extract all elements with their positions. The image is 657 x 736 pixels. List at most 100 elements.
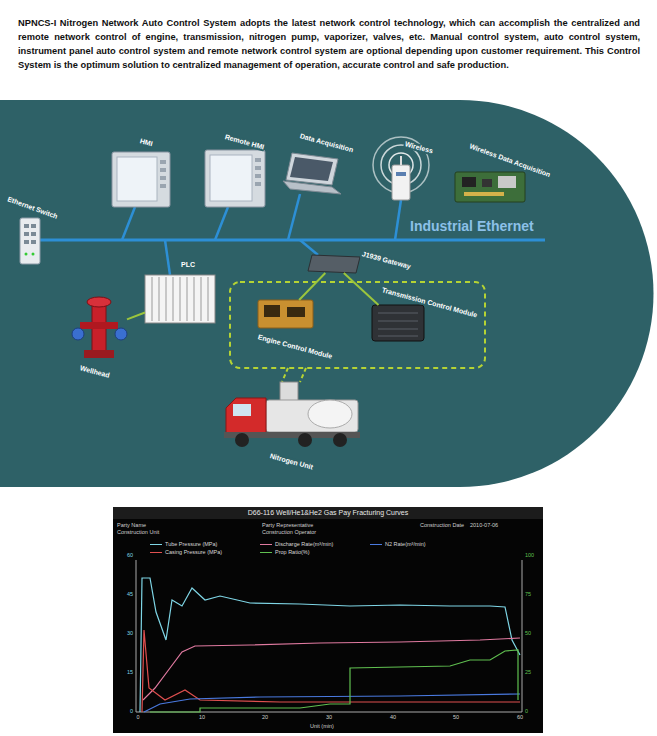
axis-tick: 25 xyxy=(525,669,531,676)
axis-tick: 10 xyxy=(194,714,210,721)
hmi-icon xyxy=(112,152,170,207)
axis-tick: 0 xyxy=(525,708,528,715)
device-label: Wellhead xyxy=(78,364,112,380)
device-label: Transmission Control Module xyxy=(380,286,479,320)
switch-icon xyxy=(31,232,36,236)
chart-picture xyxy=(113,507,543,733)
plc-icon xyxy=(173,277,174,321)
chart-header: Construction Operator xyxy=(262,529,316,536)
axis-tick: 45 xyxy=(116,591,133,598)
tcm-icon xyxy=(372,305,424,341)
legend-text: Casing Pressure (MPa) xyxy=(165,549,222,555)
plc-icon xyxy=(180,277,181,321)
switch-icon xyxy=(20,218,40,264)
remote-hmi-icon xyxy=(255,166,261,170)
wellhead-icon xyxy=(115,328,127,340)
chart-picture xyxy=(140,578,520,712)
chart-header: Party Representative xyxy=(262,522,313,529)
plc-icon xyxy=(166,277,167,321)
wellhead-node: Wellhead xyxy=(72,300,127,360)
legend-line-sample xyxy=(370,544,382,545)
tcm-icon xyxy=(378,336,418,337)
tcm-icon xyxy=(378,329,418,330)
module-group-outline xyxy=(230,282,485,368)
switch-icon xyxy=(24,232,29,236)
legend-item: Prop Ratio(%) xyxy=(260,549,310,556)
remote-hmi-icon xyxy=(205,150,265,207)
tcm-icon xyxy=(378,313,418,336)
wireless-board-icon xyxy=(455,172,525,202)
plc-icon xyxy=(152,277,153,321)
hmi-icon xyxy=(160,160,166,164)
axis-tick: 50 xyxy=(448,714,464,721)
device-label: J1939 Gateway xyxy=(360,250,412,271)
tcm-icon xyxy=(378,321,418,322)
switch-node: Ethernet Switch xyxy=(20,218,40,264)
nitrogen-truck-icon xyxy=(226,398,266,436)
wireless-board-icon xyxy=(482,179,492,187)
chart-picture xyxy=(136,560,522,712)
group-leader-lines xyxy=(282,368,306,382)
legend-text: N2 Rate(m³/min) xyxy=(385,541,426,547)
chart-picture xyxy=(113,507,543,733)
axis-title: Unit (min) xyxy=(310,723,334,730)
legend-item: Discharge Rate(m³/min) xyxy=(260,541,333,548)
switch-icon xyxy=(20,218,40,264)
intro-paragraph: NPNCS-I Nitrogen Network Auto Control Sy… xyxy=(18,16,640,72)
wireless-board-node: Wireless Data Acquisition xyxy=(455,172,525,202)
ethernet-bus xyxy=(165,240,170,275)
axis-tick: 0 xyxy=(130,714,146,721)
remote-hmi-icon xyxy=(255,182,261,186)
ethernet-bus xyxy=(300,240,318,255)
ecm-icon xyxy=(258,300,313,328)
ecm-icon xyxy=(287,307,305,317)
bus-name: Industrial Ethernet xyxy=(410,218,534,235)
laptop-icon xyxy=(283,181,341,194)
nitrogen-truck-icon xyxy=(280,382,298,402)
switch-icon xyxy=(25,253,28,256)
chart-picture xyxy=(140,578,520,712)
axis-tick: 30 xyxy=(321,714,337,721)
plc-icon xyxy=(201,277,202,321)
hmi-node: HMI xyxy=(112,152,170,207)
axis-tick: 60 xyxy=(512,714,528,721)
plc-icon xyxy=(159,277,160,321)
ethernet-bus xyxy=(40,239,545,242)
plc-icon xyxy=(187,277,188,321)
legend-line-sample xyxy=(260,552,272,553)
switch-icon xyxy=(31,240,36,244)
remote-hmi-icon xyxy=(205,150,265,207)
ethernet-bus xyxy=(215,207,228,240)
chart-picture xyxy=(142,630,520,712)
plc-icon xyxy=(208,277,209,321)
ethernet-bus xyxy=(395,200,401,240)
legend-line-sample xyxy=(150,544,162,545)
device-label: Wireless Data Acquisition xyxy=(467,142,552,179)
switch-icon xyxy=(24,240,29,244)
group-leader-lines xyxy=(282,368,288,382)
chart-header: Construction Date xyxy=(420,522,464,529)
legend-text: Prop Ratio(%) xyxy=(275,549,310,555)
plc-icon xyxy=(152,277,208,321)
chart-picture xyxy=(522,560,523,712)
chart-picture xyxy=(113,507,543,519)
chart-header: 2010-07-06 xyxy=(470,522,498,529)
chart-title: D66-116 Well/He1&He2 Gas Pay Fracturing … xyxy=(113,509,543,517)
device-label: Nitrogen Unit xyxy=(268,452,315,472)
truck-node: Nitrogen Unit xyxy=(222,382,362,448)
tcm-icon xyxy=(372,305,424,341)
module-node: Transmission Control Module xyxy=(372,305,424,341)
wireless-icon xyxy=(396,172,406,176)
axis-tick: 40 xyxy=(385,714,401,721)
axis-tick: 100 xyxy=(525,552,534,559)
legend-item: N2 Rate(m³/min) xyxy=(370,541,426,548)
nitrogen-truck-icon xyxy=(233,404,251,416)
remote-hmi-node: Remote HMI xyxy=(205,150,265,207)
wellhead-icon xyxy=(72,297,127,358)
network-ground xyxy=(0,100,654,487)
ecm-icon xyxy=(258,300,313,328)
chart-panel: D66-116 Well/He1&He2 Gas Pay Fracturing … xyxy=(113,507,543,733)
ethernet-bus xyxy=(288,194,300,240)
